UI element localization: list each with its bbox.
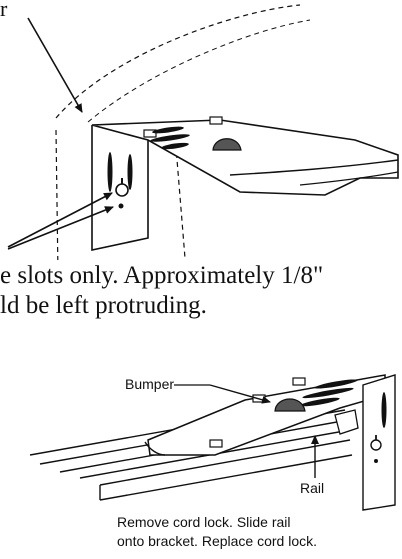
rail-bracket-roll: [144, 441, 166, 456]
rail-channel-bottom: [99, 454, 353, 501]
vertical-slot-right: [127, 154, 133, 190]
swing-arc-inner-dashed: [87, 19, 311, 123]
pointer-arrow-lower: [7, 206, 114, 250]
rail-label: Rail: [300, 480, 325, 496]
callout-fragment-label: r: [0, 0, 8, 21]
top-bumper-dome: [212, 138, 242, 151]
rail-slot-3: [300, 397, 340, 407]
instruction-line-2: ld be left protruding.: [0, 292, 207, 319]
rail-screw-hole: [374, 459, 378, 463]
instruction-text: e slots only. Approximately 1/8" ld be l…: [0, 261, 400, 321]
rail-bumper-dome: [274, 398, 306, 412]
caption-line-2: onto bracket. Replace cord lock.: [117, 533, 317, 549]
bumper-arrow: [209, 384, 271, 404]
caption-line-1: Remove cord lock. Slide rail: [117, 514, 291, 530]
bracket-notch-1: [209, 116, 223, 125]
instruction-line-1: e slots only. Approximately 1/8": [0, 262, 324, 289]
bracket-lip: [229, 159, 399, 176]
top-slot-3: [161, 142, 189, 150]
bumper-label: Bumper: [125, 376, 175, 392]
swing-arc-dashed: [55, 4, 301, 119]
top-bracket-diagram: [7, 4, 399, 260]
rail-slot-2: [302, 387, 354, 399]
rail-keyhole: [370, 439, 382, 451]
callout-arrow: [27, 17, 83, 113]
vertical-slot-left: [107, 152, 113, 192]
rail-notch-3: [209, 439, 223, 448]
bracket-notch-2: [143, 129, 157, 138]
pointer-arrow-upper: [7, 192, 113, 248]
screw-hole-dot: [118, 203, 124, 209]
rail-vertical-slot: [381, 392, 387, 428]
cord-lock: [334, 409, 359, 435]
bracket-lip-edge: [299, 171, 399, 186]
top-slot-1: [152, 126, 184, 134]
guide-line-left-dashed: [55, 129, 59, 260]
rail-slot-1: [314, 379, 358, 389]
figure-caption: Remove cord lock. Slide rail onto bracke…: [117, 513, 402, 551]
rail-notch-1: [292, 377, 306, 386]
top-slot-2: [150, 134, 190, 142]
rail-channel-front: [99, 439, 351, 486]
